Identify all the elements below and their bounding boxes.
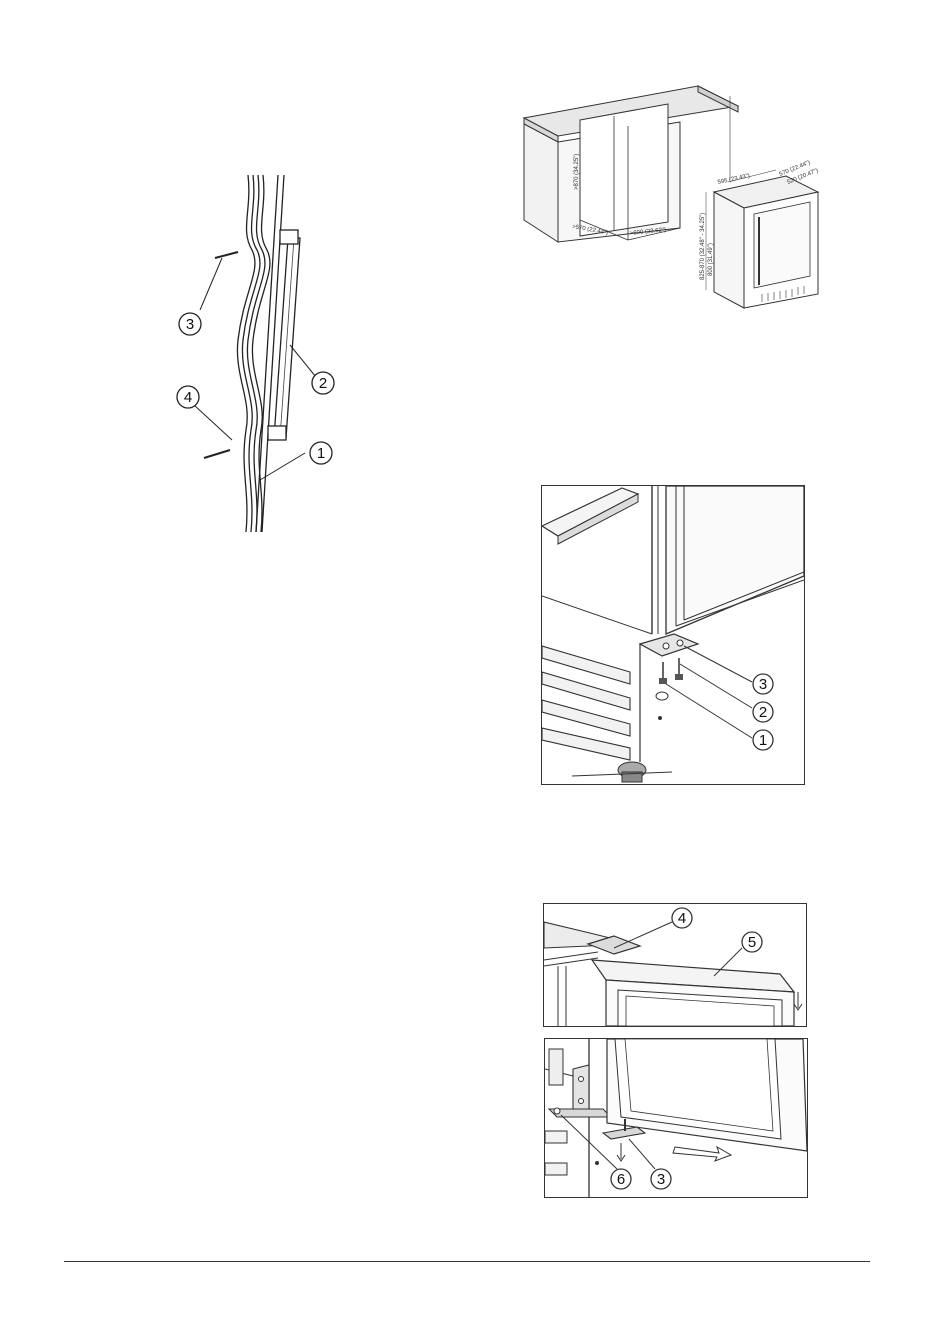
dim-niche-height: >870 (34.25") [574, 154, 580, 190]
callout-4: 4 [177, 386, 199, 408]
svg-text:4: 4 [184, 389, 192, 406]
callout-4: 4 [672, 908, 692, 928]
callout-2: 2 [753, 702, 773, 722]
callout-1: 1 [310, 442, 332, 464]
callout-1: 1 [753, 730, 773, 750]
callout-5: 5 [742, 932, 762, 952]
installation-dimensions-drawing: >870 (34.25") >570 (22.44") >600 (23.62"… [518, 80, 828, 310]
svg-text:1: 1 [317, 445, 325, 462]
door-removal-top-drawing: 4 5 [544, 904, 806, 1026]
handle-assembly-drawing: 3 2 4 1 [160, 170, 360, 535]
svg-text:3: 3 [186, 316, 194, 333]
callout-3: 3 [651, 1169, 671, 1189]
handle-assembly-figure: 3 2 4 1 [160, 170, 360, 535]
svg-text:5: 5 [748, 934, 756, 951]
bottom-hinge-drawing: 3 2 1 [542, 486, 804, 784]
callout-3: 3 [179, 313, 201, 335]
callout-2: 2 [312, 372, 334, 394]
svg-text:3: 3 [759, 676, 767, 693]
svg-text:4: 4 [678, 910, 686, 927]
footer-divider [64, 1261, 870, 1262]
svg-text:6: 6 [617, 1171, 625, 1188]
dim-unit-width: 595 (23.43") [717, 173, 750, 186]
svg-text:1: 1 [759, 732, 767, 749]
bottom-hinge-figure: 3 2 1 [541, 485, 805, 785]
door-removal-top-figure: 4 5 [543, 903, 807, 1027]
svg-text:2: 2 [319, 375, 327, 392]
callout-6: 6 [611, 1169, 631, 1189]
door-removal-bottom-drawing: 6 3 [545, 1039, 807, 1197]
installation-dimensions-figure: >870 (34.25") >570 (22.44") >600 (23.62"… [518, 80, 828, 310]
callout-3: 3 [753, 674, 773, 694]
door-removal-bottom-figure: 6 3 [544, 1038, 808, 1198]
dim-unit-height: 800 (31.49") [708, 243, 714, 276]
dim-unit-height-range: 825-870 (32.48" - 34.25") [700, 213, 706, 280]
svg-text:3: 3 [657, 1171, 665, 1188]
svg-text:2: 2 [759, 704, 767, 721]
